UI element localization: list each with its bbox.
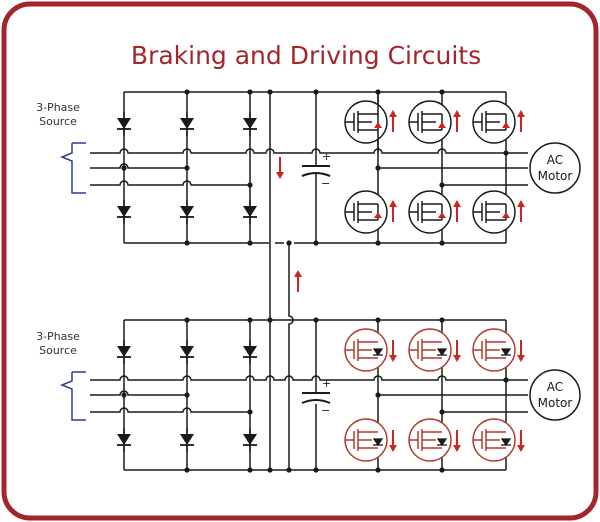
source-label-bottom-line1: 3-Phase [36,330,80,343]
body-diodes-driving [374,122,510,218]
source-label-top-line1: 3-Phase [36,101,80,114]
transistors-braking [344,328,516,462]
motor-label-bottom-line2: Motor [538,396,573,410]
capacitor-plus-top: + [322,150,331,163]
source-bracket-top [59,142,86,194]
capacitor-minus-top: − [321,177,330,190]
source-label-top-line2: Source [39,115,77,128]
body-diodes-braking [372,348,512,447]
source-label-bottom-line2: Source [39,344,77,357]
capacitor-minus-bottom: − [321,404,330,417]
diagram-title: Braking and Driving Circuits [131,41,481,70]
ac-motor-bottom: AC Motor [529,369,581,421]
motor-label-top-line1: AC [547,153,563,167]
ac-motor-top: AC Motor [529,142,581,194]
capacitor-plus-bottom: + [322,377,331,390]
capacitor-bottom: + − [301,377,331,417]
source-bracket-bottom [59,371,86,421]
motor-label-top-line2: Motor [538,169,573,183]
motor-label-bottom-line1: AC [547,380,563,394]
capacitor-top: + − [301,150,331,190]
transistors-driving [344,92,516,234]
